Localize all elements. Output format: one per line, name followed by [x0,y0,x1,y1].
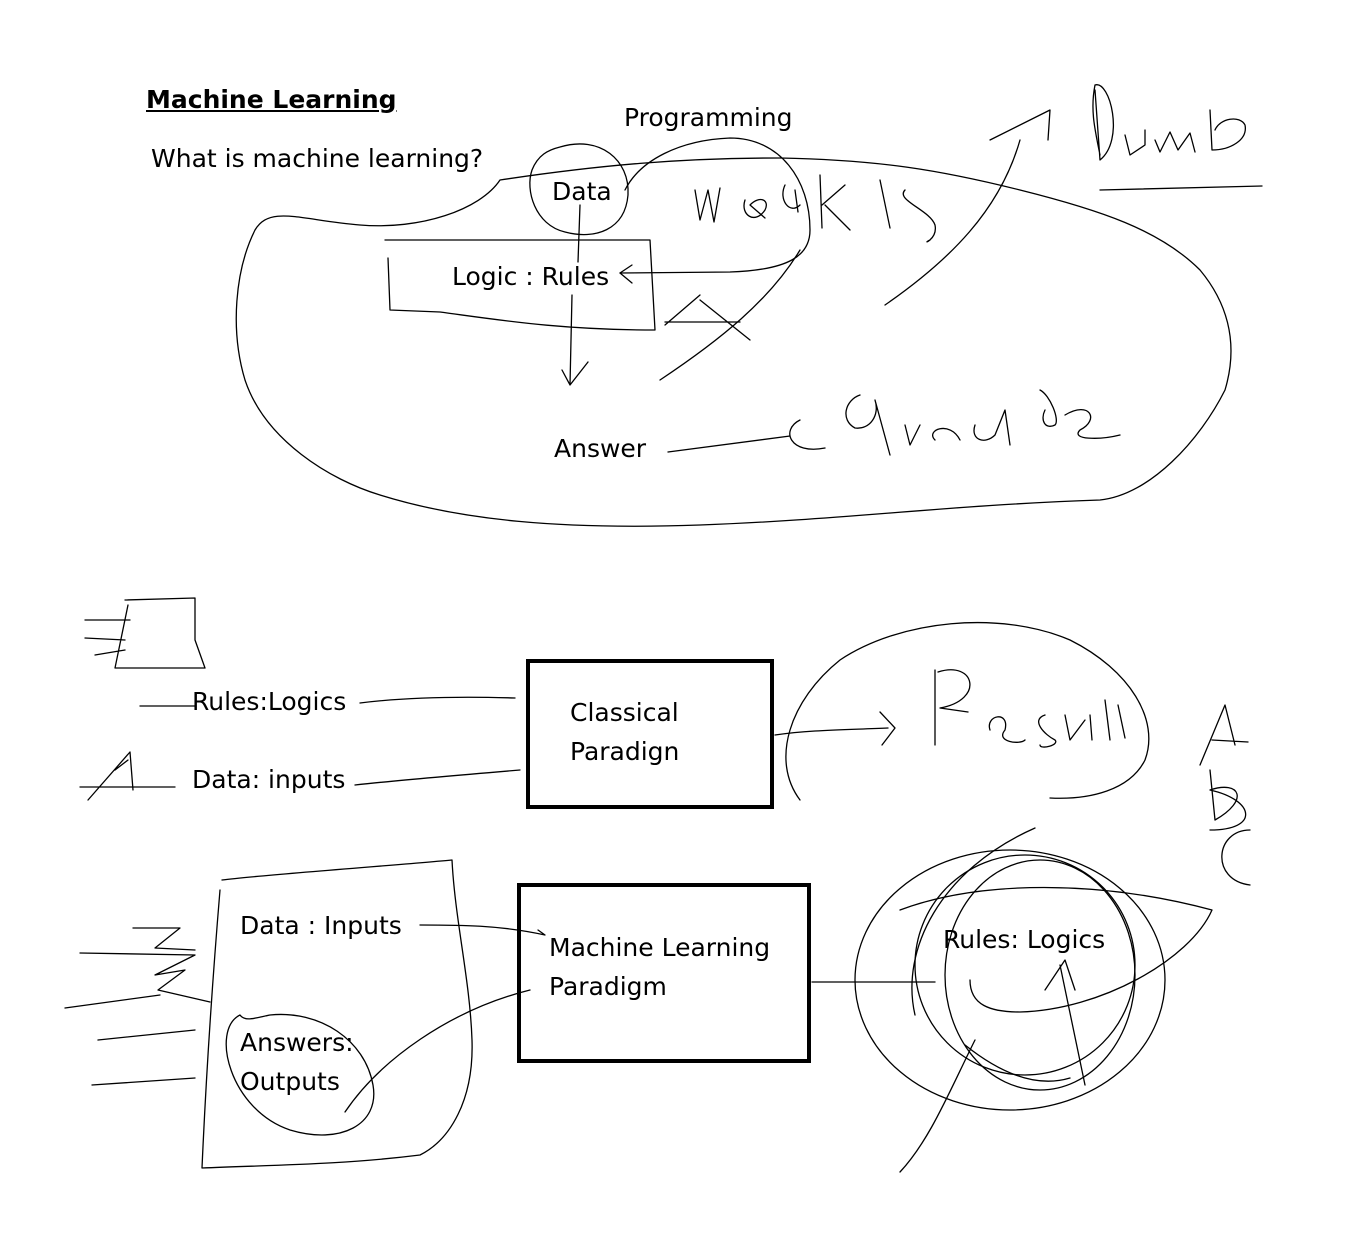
top-enclosing-blob [235,157,1232,527]
ml-box-line2: Paradigm [549,972,667,1001]
data-down-arrow [561,204,589,386]
ml-rules-label: Rules: Logics [943,925,1106,954]
ml-data-label: Data : Inputs [240,911,402,940]
answer-label: Answer [554,434,647,463]
programming-loop [619,137,811,274]
marks-scribble [694,174,936,243]
dumb-scribble [1092,84,1246,161]
data-circle [529,143,629,236]
grade-scribble [789,389,1121,456]
ml-input-envelope [201,859,473,1169]
question-text: What is machine learning? [151,144,484,173]
logic-box [384,239,656,331]
logic-rules-label: Logic : Rules [452,262,610,291]
ml-answers-label: Answers: [240,1028,354,1057]
result-circle [785,621,1150,801]
rules-circle-3 [944,859,1136,1091]
scribble-icon-2 [79,751,176,801]
scribble-icon-1 [84,597,206,669]
ml-paradigm-box [517,883,811,1063]
classical-paradigm-box [526,659,774,809]
answers-circle [225,1013,375,1136]
abc-scribble [1199,704,1251,886]
classical-data-label: Data: inputs [192,765,346,794]
data-label: Data [552,177,612,206]
classical-box-line2: Paradign [570,737,680,766]
ml-outputs-label: Outputs [240,1067,340,1096]
programming-label: Programming [624,103,793,132]
page-title: Machine Learning [146,85,397,114]
rules-circle-1 [854,849,1166,1111]
classical-rules-label: Rules:Logics [192,687,347,716]
dumb-arrow [884,109,1051,306]
result-scribble [934,669,1126,748]
ml-box-line1: Machine Learning [549,933,771,962]
classical-box-line1: Classical [570,698,679,727]
